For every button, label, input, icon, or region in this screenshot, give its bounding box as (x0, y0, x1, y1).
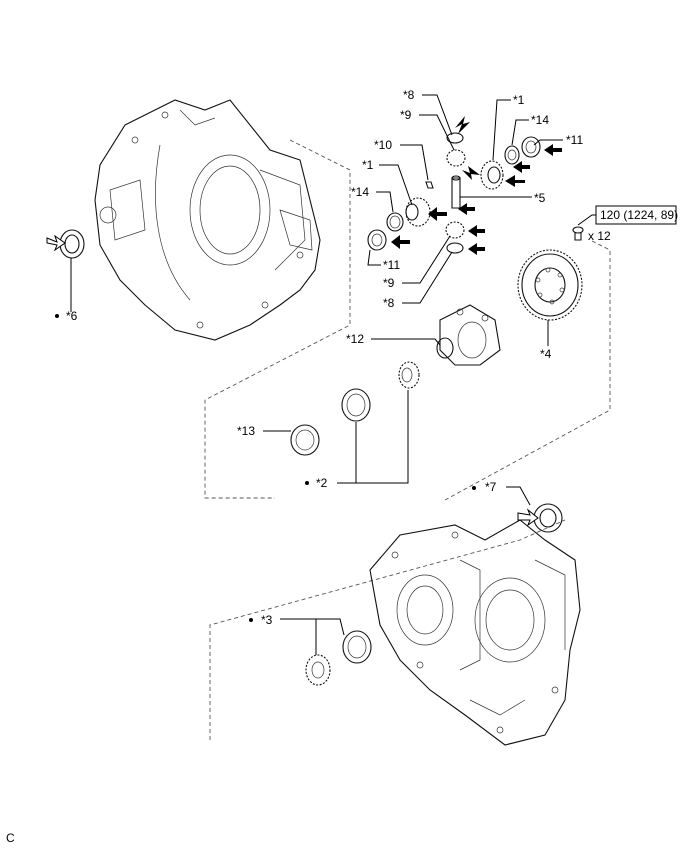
label-p11-left: *11 (383, 258, 400, 272)
footer-code: C (6, 831, 15, 845)
transaxle-housing (94, 99, 321, 341)
thrust-washer-11-left (367, 229, 387, 251)
differential-case-12 (436, 304, 501, 366)
bullet-6 (55, 314, 59, 318)
ring-gear-bolt (572, 226, 584, 241)
oil-seal-6 (46, 229, 85, 259)
bearing-upper (398, 361, 420, 389)
part-labels: *8 *1 *9 *14 *11 *10 *1 *5 *14 *11 *9 *8… (66, 88, 583, 627)
pin-10 (425, 181, 434, 189)
replace-marks (55, 314, 476, 622)
pinion-shaft-5 (451, 175, 461, 209)
label-p8-top: *8 (403, 88, 415, 102)
label-p11-right: *11 (566, 133, 583, 147)
shim-13 (290, 424, 320, 456)
assembly-arrows (391, 116, 562, 255)
label-p12: *12 (346, 332, 364, 346)
label-p2: *2 (316, 476, 328, 490)
torque-value: 120 (1224, 89) (600, 208, 678, 222)
alignment-dashed-lines (204, 139, 611, 740)
torque-box (595, 205, 677, 225)
oil-seal-7 (517, 503, 563, 533)
pinion-gear-9-top (446, 149, 466, 167)
side-gear-1-left (405, 197, 431, 227)
bullet-2 (305, 481, 309, 485)
label-p6: *6 (66, 309, 78, 323)
label-p14-left: *14 (351, 185, 369, 199)
bearing-lower (305, 654, 331, 686)
bearing-race-lower (342, 630, 372, 664)
label-p13: *13 (237, 424, 255, 438)
label-p1-left: *1 (362, 158, 374, 172)
ring-gear-4 (517, 249, 583, 321)
pinion-gear-9-bottom (445, 221, 465, 239)
label-p10: *10 (374, 138, 392, 152)
leader-lines (70, 94, 596, 655)
bearing-race-upper (341, 388, 371, 422)
torque-callout: 120 (1224, 89) x 12 (588, 205, 678, 243)
pinion-washer-8-top (446, 132, 464, 144)
label-p5: *5 (534, 191, 546, 205)
bullet-3 (249, 618, 253, 622)
thrust-washer-11-right (521, 136, 541, 158)
label-p14-right: *14 (531, 113, 549, 127)
side-gear-1-right (480, 160, 504, 190)
torque-quantity: x 12 (588, 229, 611, 243)
label-p7: *7 (485, 480, 497, 494)
thrust-washer-14-left (386, 212, 404, 232)
label-p4: *4 (540, 347, 552, 361)
pinion-washer-8-bottom (446, 242, 464, 254)
label-p8-bottom: *8 (383, 296, 395, 310)
thrust-washer-14-right (504, 145, 520, 165)
label-p3: *3 (261, 613, 273, 627)
label-p9-bottom: *9 (383, 276, 395, 290)
transaxle-case (369, 519, 581, 746)
bullet-7 (472, 486, 476, 490)
label-p1-right: *1 (513, 93, 525, 107)
label-p9-top: *9 (400, 108, 412, 122)
